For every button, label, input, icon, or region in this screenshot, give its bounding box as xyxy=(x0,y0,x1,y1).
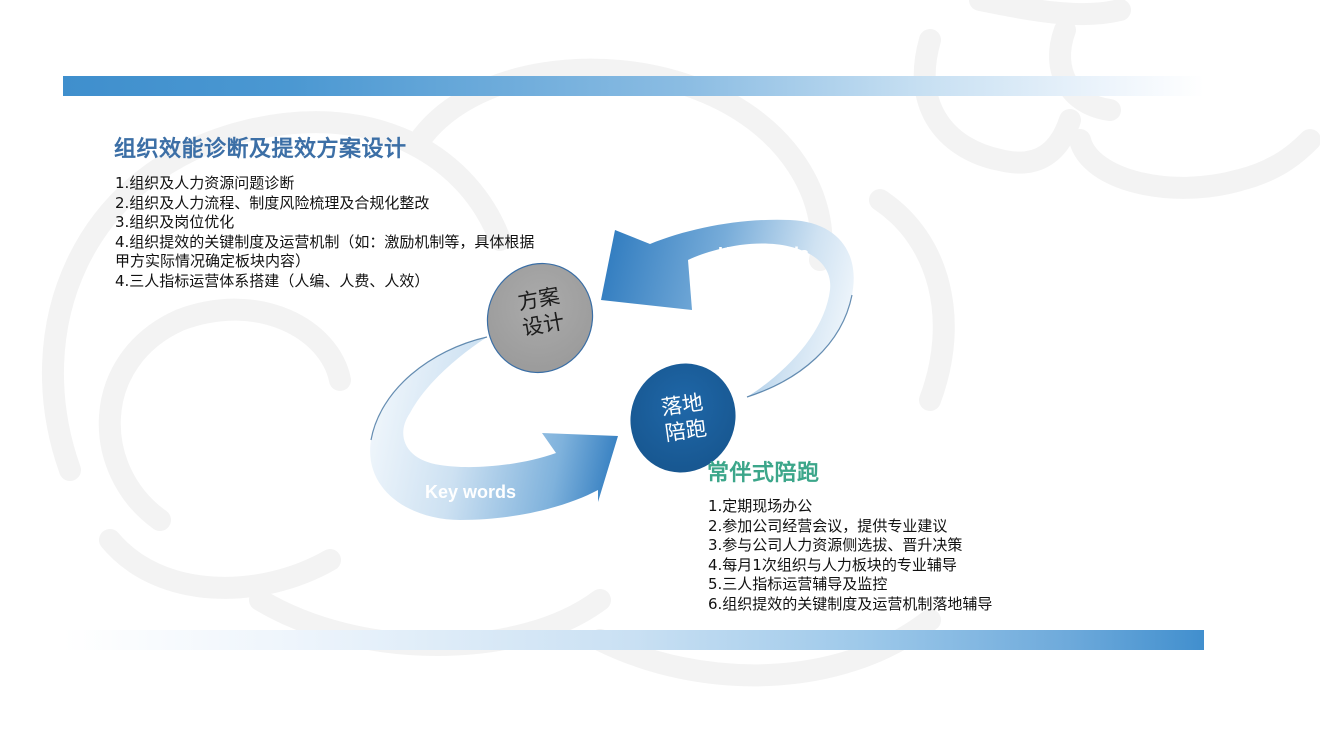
list-item: 4.组织提效的关键制度及运营机制（如：激励机制等，具体根据 xyxy=(115,232,535,251)
list-item: 3.参与公司人力资源侧选拔、晋升决策 xyxy=(708,536,963,555)
list-item: 1.定期现场办公 xyxy=(708,497,813,515)
list-item: 4.三人指标运营体系搭建（人编、人费、人效） xyxy=(115,271,430,290)
arrow-return-icon xyxy=(601,219,854,398)
arrow-forward-icon xyxy=(370,336,618,520)
list-item: 4.每月1次组织与人力板块的专业辅导 xyxy=(708,555,957,574)
arrow-top-label: Key words xyxy=(718,244,809,264)
list-item: 5.三人指标运营辅导及监控 xyxy=(708,575,888,594)
list-item: 2.参加公司经营会议，提供专业建议 xyxy=(708,516,948,535)
design-items-list: 1.组织及人力资源问题诊断 2.组织及人力流程、制度风险梳理及合规化整改 3.组… xyxy=(115,174,534,292)
circle-design xyxy=(486,262,594,374)
list-item: 3.组织及岗位优化 xyxy=(115,213,235,232)
list-item: 甲方实际情况确定板块内容） xyxy=(115,252,311,271)
bottom-gradient-bar xyxy=(63,630,1204,650)
arrow-bottom-label: Key words xyxy=(425,482,516,502)
section-title-design: 组织效能诊断及提效方案设计 xyxy=(114,137,407,162)
top-gradient-bar xyxy=(63,76,1204,96)
section-title-support: 常伴式陪跑 xyxy=(707,461,820,486)
circle-support-label: 落地 陪跑 xyxy=(648,388,721,449)
list-item: 2.组织及人力流程、制度风险梳理及合规化整改 xyxy=(115,193,430,212)
circle-support xyxy=(630,363,736,473)
support-items-list: 1.定期现场办公 2.参加公司经营会议，提供专业建议 3.参与公司人力资源侧选拔… xyxy=(708,497,992,615)
list-item: 1.组织及人力资源问题诊断 xyxy=(115,174,295,192)
list-item: 6.组织提效的关键制度及运营机制落地辅导 xyxy=(708,594,993,613)
